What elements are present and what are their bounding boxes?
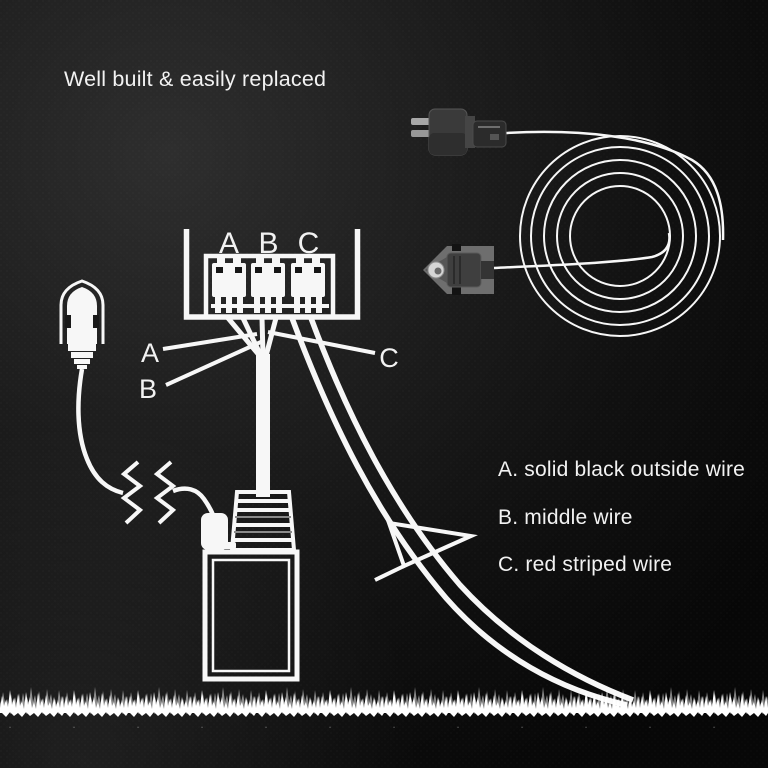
- page-title: Well built & easily replaced: [64, 67, 326, 91]
- legend-item-a: A. solid black outside wire: [498, 458, 745, 481]
- zigzag-break-icon: [153, 460, 177, 525]
- grass: [0, 684, 768, 728]
- terminal-label-c: C: [298, 227, 320, 260]
- long-wire-outer: [289, 317, 628, 708]
- leader-line-b: [165, 339, 264, 387]
- wire-callout-c-label: C: [379, 343, 399, 373]
- boot-outline: [59, 279, 105, 344]
- inline-connector: [201, 513, 228, 550]
- metal-tip-center: [434, 267, 442, 275]
- pointer-triangle-icon: [386, 520, 478, 569]
- connector-wire: [172, 486, 216, 516]
- terminal-c: [291, 258, 325, 313]
- terminal-housing: [203, 253, 336, 320]
- pointer-tail: [374, 564, 405, 582]
- leader-line-a: [162, 332, 258, 351]
- terminal-a: [212, 258, 246, 313]
- flange-notch: [452, 244, 461, 251]
- wire-callout-a-label: A: [141, 338, 159, 368]
- pointer-flag: [374, 520, 478, 582]
- plug-latch: [490, 134, 499, 140]
- power-plug: [411, 108, 507, 156]
- leader-line-c: [267, 330, 376, 355]
- terminal-label-b: B: [258, 227, 278, 260]
- bullet-plug-step: [481, 261, 494, 279]
- plug-lead-wire-bottom: [493, 232, 671, 270]
- boot-body: [67, 287, 97, 344]
- terminal-b: [251, 258, 285, 313]
- legend-item-c: C. red striped wire: [498, 553, 672, 576]
- plug-body-shade: [429, 133, 467, 155]
- plug-prong-icon: [411, 130, 431, 137]
- plug-prong-icon: [411, 118, 431, 125]
- flange-notch: [452, 287, 461, 295]
- boot-wire: [76, 368, 124, 496]
- plug-collar: [465, 116, 475, 148]
- terminal-label-a: A: [219, 227, 239, 260]
- boot-clip-notch: [65, 315, 71, 328]
- long-wire-inner: [308, 317, 634, 703]
- grass-texture: [0, 690, 768, 728]
- wire-callout-b-label: B: [139, 374, 157, 404]
- coil-module: [172, 486, 300, 682]
- coiled-wire: [493, 130, 725, 337]
- spark-plug-boot: [59, 279, 124, 496]
- plug-barrel: [472, 120, 507, 148]
- bullet-plug-body: [446, 252, 482, 288]
- zigzag-break-icon: [120, 460, 144, 525]
- boot-clip-notch: [93, 315, 99, 328]
- wire-break: [120, 460, 177, 525]
- legend: A. solid black outside wire B. middle wi…: [498, 458, 745, 576]
- wire-callouts: A B C: [139, 330, 399, 404]
- plug-lead-wire-top: [505, 130, 725, 241]
- module-body-inner: [211, 558, 291, 673]
- module-body: [202, 549, 300, 682]
- bullet-plug: [423, 244, 494, 295]
- connector-block: A B C: [183, 227, 361, 320]
- legend-item-b: B. middle wire: [498, 506, 633, 529]
